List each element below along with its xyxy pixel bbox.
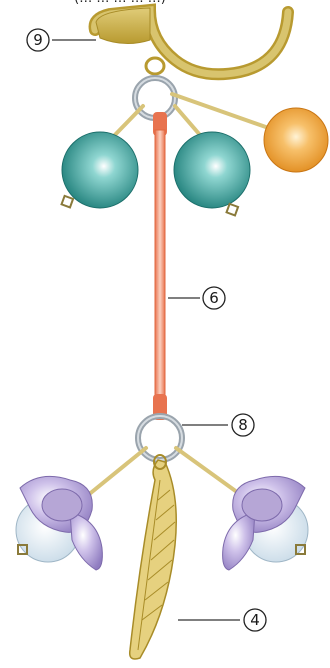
callout-4: 4 [244, 609, 266, 631]
flower-bead-left [16, 476, 102, 570]
callout-9: 9 [27, 29, 49, 51]
ear-hook [95, 8, 288, 74]
svg-text:8: 8 [238, 416, 248, 434]
callout-6: 6 [203, 287, 225, 309]
svg-text:9: 9 [33, 31, 43, 49]
connector-rod [153, 112, 167, 420]
teal-bead-right [174, 132, 250, 215]
svg-text:6: 6 [209, 289, 219, 307]
orange-bead [264, 108, 328, 172]
teal-bead-left [62, 132, 138, 208]
svg-text:4: 4 [250, 611, 260, 629]
callout-8: 8 [232, 414, 254, 436]
leaf-charm [130, 455, 177, 659]
